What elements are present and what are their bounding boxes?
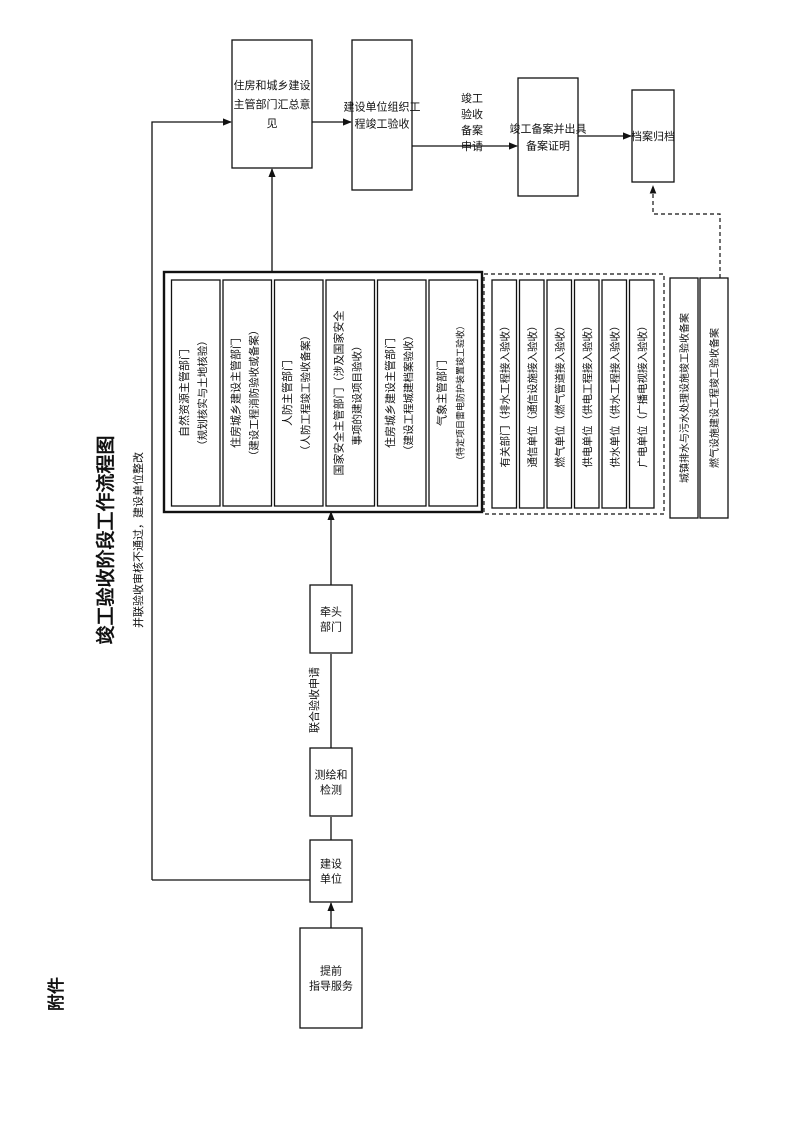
facility-filing-group: 城镇排水与污水处理设施竣工验收备案 燃气设施建设工程竣工验收备案: [669, 277, 729, 519]
text-line: 备案证明: [526, 139, 570, 153]
parallel-item-name: 住房城乡建设主管部门: [383, 338, 397, 448]
utility-access-group: 有关部门（排水工程接入验收） 通信单位（通信设施接入验收） 燃气单位（燃气管道接入验…: [491, 279, 655, 509]
parallel-item-detail: （建设工程城建档案验收）: [402, 330, 415, 456]
edge-label-filing-application: 竣工验收备案申请: [461, 91, 483, 153]
utility-item-box: [628, 279, 655, 509]
node-organize-acceptance: 建设单位组织工程竣工验收: [344, 39, 421, 191]
text-line: 住房和城乡建设: [234, 78, 311, 92]
utility-item-box: [546, 279, 573, 509]
text-line: 建设: [320, 857, 342, 871]
text-line: 测绘和: [315, 768, 348, 782]
node-label: 档案归档: [631, 129, 675, 143]
parallel-item-detail: （建设工程消防验收或备案）: [247, 325, 260, 462]
text-line: 备案: [461, 123, 483, 137]
text-line: 申请: [461, 140, 483, 153]
text-line: 部门: [320, 620, 342, 634]
parallel-item-box: [222, 279, 273, 507]
node-label: 竣工备案并出具备案证明: [510, 122, 587, 153]
text-line: 建设单位组织工: [344, 100, 421, 114]
utility-item-box: [491, 279, 518, 509]
text-line: 竣工备案并出具: [510, 122, 587, 136]
node-label: 测绘和检测: [315, 768, 348, 797]
page-subtitle: 并联验收审核不通过，建设单位整改: [131, 452, 145, 628]
node-filing-certificate: 竣工备案并出具备案证明: [510, 77, 587, 197]
text-line: 程竣工验收: [355, 117, 410, 131]
utility-item-label: 广电单位（广播电视接入验收）: [636, 321, 649, 468]
parallel-item-detail: （特定项目雷电防护装置竣工验收）: [454, 321, 466, 465]
node-housing-summary: 住房和城乡建设主管部门汇总意见: [231, 39, 313, 169]
parallel-item-box: [325, 279, 376, 507]
node-survey-testing: 测绘和检测: [309, 747, 353, 817]
filing-item-box: [669, 277, 699, 519]
text-line: 见: [267, 117, 278, 130]
text-line: 指导服务: [309, 979, 353, 993]
parallel-item-name: 气象主管部门: [434, 360, 448, 426]
utility-item-label: 供电单位（供电工程接入验收）: [581, 321, 594, 468]
text-line: 主管部门汇总意: [234, 97, 311, 111]
filing-item-label: 燃气设施建设工程竣工验收备案: [708, 328, 721, 468]
node-label: 建设单位: [320, 857, 342, 886]
utility-item-label: 供水单位（供水工程接入验收）: [608, 321, 621, 468]
node-advance-guidance: 提前指导服务: [299, 927, 363, 1029]
node-label: 建设单位组织工程竣工验收: [344, 100, 421, 131]
text-line: 竣工: [461, 91, 483, 105]
parallel-item-name: 自然资源主管部门: [177, 349, 191, 437]
attachment-label: 附件: [46, 977, 67, 1011]
text-line: 单位: [320, 872, 342, 886]
edge-feedback-rework: [151, 118, 232, 880]
parallel-item-detail: （规划核实与土地核验）: [196, 335, 209, 451]
node-construction-unit: 建设单位: [309, 839, 353, 903]
utility-item-box: [518, 279, 545, 509]
parallel-acceptance-group: 自然资源主管部门 （规划核实与土地核验） 住房城乡建设主管部门 （建设工程消防验收或备…: [170, 279, 479, 507]
utility-item-label: 通信单位（通信设施接入验收）: [526, 321, 539, 468]
parallel-item-name: 人防主管部门: [280, 360, 294, 426]
node-label: 住房和城乡建设主管部门汇总意见: [234, 78, 311, 130]
text-line: 验收: [461, 107, 483, 121]
filing-item-box: [699, 277, 729, 519]
node-label: 提前指导服务: [309, 964, 353, 993]
utility-item-label: 有关部门（排水工程接入验收）: [498, 321, 511, 468]
parallel-item-box: [170, 279, 221, 507]
parallel-item-detail: （人防工程竣工验收备案）: [299, 330, 312, 456]
node-label: 牵头部门: [320, 606, 342, 634]
page-title: 竣工验收阶段工作流程图: [94, 435, 117, 644]
utility-item-label: 燃气单位（燃气管道接入验收）: [553, 321, 566, 468]
parallel-item-box: [428, 279, 479, 507]
parallel-group-frame: [162, 270, 484, 514]
text-line: 检测: [320, 783, 342, 797]
node-archive: 档案归档: [631, 89, 675, 183]
parallel-item-name: 住房城乡建设主管部门: [228, 338, 242, 448]
parallel-item-box: [376, 279, 427, 507]
text-line: 牵头: [320, 606, 342, 619]
utility-item-box: [573, 279, 600, 509]
text-line: 档案归档: [631, 129, 675, 143]
utility-item-box: [601, 279, 628, 509]
edge-dashed-to-archive: [649, 185, 721, 278]
parallel-item-name: 国家安全主管部门（涉及国家安全: [331, 311, 345, 476]
parallel-item-detail: 事项的建设项目验收）: [350, 341, 363, 446]
parallel-item-box: [273, 279, 324, 507]
edge-label-joint-application: 联合验收申请: [307, 667, 321, 733]
text-line: 提前: [320, 964, 342, 978]
filing-item-label: 城镇排水与污水处理设施竣工验收备案: [678, 313, 691, 483]
node-lead-department: 牵头部门: [309, 584, 353, 654]
